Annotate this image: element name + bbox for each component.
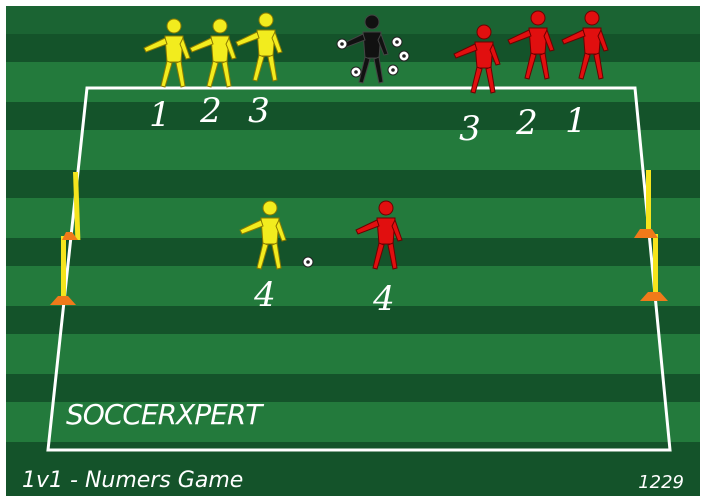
- brand-logo: SOCCERXPERT: [66, 398, 261, 431]
- red-number-2: 2: [516, 106, 538, 140]
- yellow-number-4: 4: [254, 278, 276, 312]
- red-number-4: 4: [373, 282, 395, 316]
- yellow-number-1: 1: [149, 98, 171, 132]
- yellow-number-2: 2: [200, 94, 222, 128]
- ball-in-play: [303, 257, 313, 267]
- red-number-3: 3: [459, 112, 481, 146]
- red-number-1: 1: [565, 104, 587, 138]
- yellow-number-3: 3: [248, 94, 270, 128]
- drill-code: 1229: [638, 472, 684, 493]
- drill-title: 1v1 - Numers Game: [22, 468, 243, 493]
